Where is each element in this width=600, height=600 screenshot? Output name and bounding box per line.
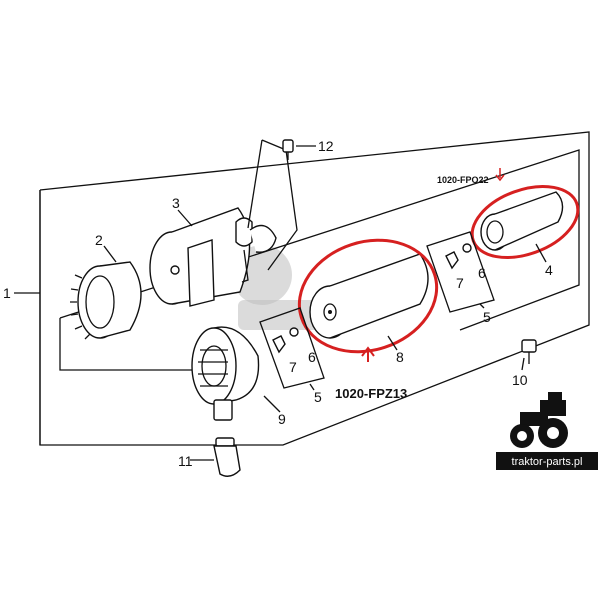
label-part-7-right: 7 — [456, 275, 464, 291]
label-part-6-left: 6 — [308, 349, 316, 365]
assembly-frame — [39, 131, 590, 446]
part-11-dust-valve — [213, 437, 241, 477]
part-4-inner-filter — [480, 191, 564, 251]
part-6-right-washer — [462, 243, 472, 253]
label-part-8: 8 — [396, 349, 404, 365]
part-10-bolt — [521, 339, 537, 364]
tractor-icon — [510, 392, 568, 448]
label-part-7-left: 7 — [289, 359, 297, 375]
code-inner-filter: 1020-FPO22 — [437, 175, 489, 185]
label-part-9: 9 — [278, 411, 286, 427]
callout-outer-filter — [297, 238, 439, 354]
label-part-10: 10 — [512, 372, 528, 388]
part-8-outer-filter — [309, 253, 429, 339]
brand-logo: traktor-parts.pl — [496, 392, 598, 470]
part-group-5-right — [426, 231, 495, 313]
label-part-12: 12 — [318, 138, 334, 154]
label-part-5-left: 5 — [314, 389, 322, 405]
label-part-2: 2 — [95, 232, 103, 248]
part-2-precleaner — [70, 261, 142, 340]
code-outer-filter: 1020-FPZ13 — [335, 386, 407, 401]
part-7-right-wingnut — [445, 251, 459, 270]
label-part-1: 1 — [3, 285, 11, 301]
label-part-11: 11 — [178, 453, 193, 469]
inner-section-frame — [59, 149, 580, 371]
part-9-end-cap — [191, 326, 260, 421]
part-6-left-washer — [289, 327, 299, 337]
part-group-5-left — [259, 307, 325, 389]
part-12-fitting — [282, 139, 294, 160]
label-part-3: 3 — [172, 195, 180, 211]
label-part-5-right: 5 — [483, 309, 491, 325]
brand-logo-text: traktor-parts.pl — [512, 456, 583, 468]
label-part-4: 4 — [545, 262, 553, 278]
label-part-6-right: 6 — [478, 265, 486, 281]
part-12-bracket-frame — [261, 139, 298, 271]
part-7-left-wingnut — [272, 335, 286, 354]
